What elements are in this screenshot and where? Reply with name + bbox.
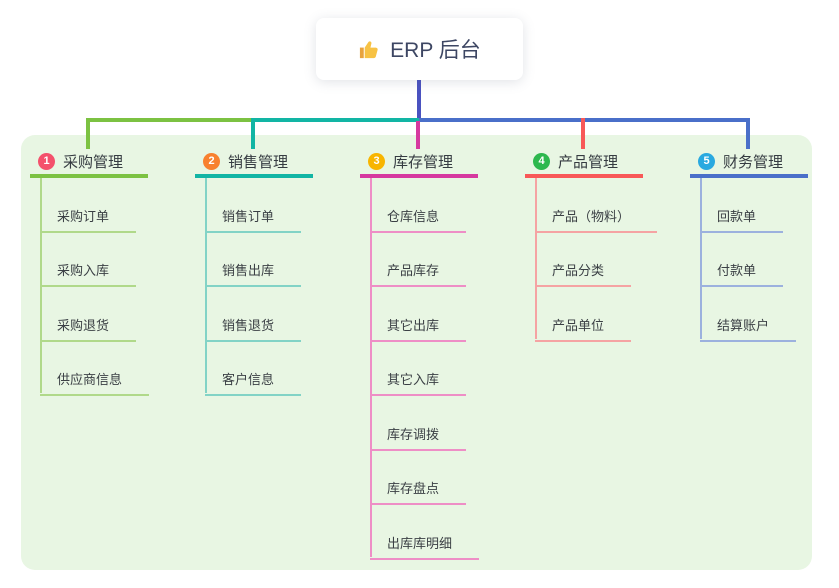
child-node[interactable]: 采购退货 xyxy=(40,315,137,342)
child-node[interactable]: 产品（物料） xyxy=(535,206,658,233)
badge-2-icon: 2 xyxy=(203,152,220,170)
connector-drop-sales xyxy=(251,118,255,149)
root-title: ERP 后台 xyxy=(390,39,481,62)
child-node[interactable]: 出库库明细 xyxy=(370,533,480,560)
child-node[interactable]: 产品单位 xyxy=(535,315,632,342)
child-node[interactable]: 销售订单 xyxy=(205,206,302,233)
branch-label: 采购管理 xyxy=(63,153,124,171)
branch-label: 产品管理 xyxy=(558,153,619,171)
child-node[interactable]: 产品分类 xyxy=(535,260,632,287)
branch-underline xyxy=(30,174,148,178)
child-node[interactable]: 付款单 xyxy=(700,260,784,287)
branch-node-inventory[interactable]: 3 库存管理 xyxy=(368,149,453,173)
branch-underline xyxy=(195,174,313,178)
branch-underline xyxy=(360,174,478,178)
child-node[interactable]: 销售出库 xyxy=(205,260,302,287)
connector-trunk-left-teal xyxy=(253,118,419,122)
child-node[interactable]: 仓库信息 xyxy=(370,206,467,233)
child-node[interactable]: 库存调拨 xyxy=(370,424,467,451)
connector-drop-product xyxy=(581,118,585,149)
branch-underline xyxy=(690,174,808,178)
branch-child-rail xyxy=(700,178,702,339)
background-panel xyxy=(21,135,812,570)
child-node[interactable]: 结算账户 xyxy=(700,315,797,342)
child-node[interactable]: 供应商信息 xyxy=(40,369,150,396)
child-node[interactable]: 客户信息 xyxy=(205,369,302,396)
child-node[interactable]: 库存盘点 xyxy=(370,478,467,505)
branch-child-rail xyxy=(370,178,372,557)
branch-node-purchase[interactable]: 1 采购管理 xyxy=(38,149,123,173)
child-node[interactable]: 其它出库 xyxy=(370,315,467,342)
root-node[interactable]: ERP 后台 xyxy=(316,18,523,80)
connector-root xyxy=(417,80,421,122)
child-node[interactable]: 产品库存 xyxy=(370,260,467,287)
connector-drop-purchase xyxy=(86,118,90,149)
badge-1-icon: 1 xyxy=(38,152,55,170)
child-node[interactable]: 采购入库 xyxy=(40,260,137,287)
branch-underline xyxy=(525,174,643,178)
branch-label: 销售管理 xyxy=(228,153,289,171)
child-node[interactable]: 采购订单 xyxy=(40,206,137,233)
child-node[interactable]: 回款单 xyxy=(700,206,784,233)
connector-trunk-left-green xyxy=(86,118,253,122)
badge-4-icon: 4 xyxy=(533,152,550,170)
connector-drop-finance xyxy=(746,118,750,149)
branch-label: 库存管理 xyxy=(393,153,454,171)
branch-node-finance[interactable]: 5 财务管理 xyxy=(698,149,783,173)
thumbs-up-icon xyxy=(358,38,381,61)
child-node[interactable]: 销售退货 xyxy=(205,315,302,342)
branch-node-sales[interactable]: 2 销售管理 xyxy=(203,149,288,173)
badge-5-icon: 5 xyxy=(698,152,715,170)
branch-label: 财务管理 xyxy=(723,153,784,171)
branch-node-product[interactable]: 4 产品管理 xyxy=(533,149,618,173)
connector-drop-inventory xyxy=(416,121,420,149)
branch-child-rail xyxy=(535,178,537,339)
badge-3-icon: 3 xyxy=(368,152,385,170)
child-node[interactable]: 其它入库 xyxy=(370,369,467,396)
